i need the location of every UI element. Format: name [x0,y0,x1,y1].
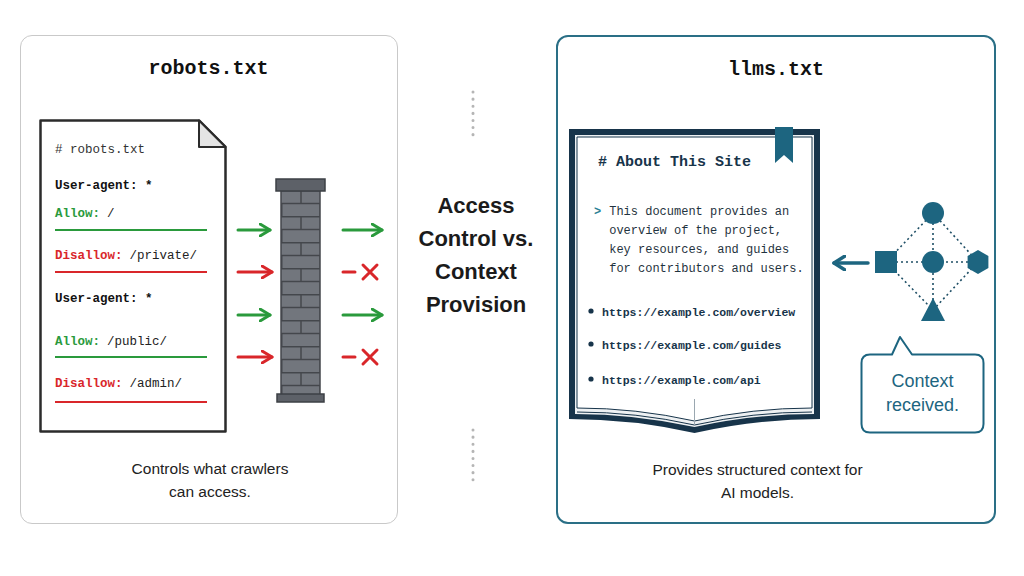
text-row: robots.txt [21,57,396,81]
bubble-text: Context received. [860,369,985,417]
panel-box: robots.txtControls what crawlers can acc… [20,35,398,524]
allowed-arrow [238,229,270,232]
allow-keyword: Allow: [55,334,100,350]
text-row: Context received. [860,369,985,417]
book-box: # About This Site > This document provides… [567,127,822,439]
book-paragraph: This document provides an overview of th… [609,203,806,279]
brick-wall [281,190,320,396]
path-value: / [107,206,115,222]
text-row: Provides structured context for AI model… [650,458,865,504]
link-url: https://example.com/overview [602,305,795,321]
text-row: llms.txt [558,58,994,82]
passed-arrow [343,229,382,232]
blocked-arrow [238,356,272,359]
text-row: User-agent: * [55,291,153,307]
book-page [577,137,812,421]
disallow-underline [55,271,207,273]
list-bullet [588,376,593,381]
panel-title: robots.txt [21,57,396,81]
disallow-keyword: Disallow: [55,376,123,392]
code-line: User-agent: * [55,291,153,307]
shape-outline [860,353,985,434]
text-row: Allow: / [55,206,115,222]
text-row: Controls what crawlers can access. [122,457,298,503]
network-node [922,251,944,273]
disallow-underline [55,401,207,403]
blocked-dash [343,356,355,359]
shape-outline [567,127,822,439]
code-line: User-agent: * [55,178,153,194]
text-row: https://example.com/overview [602,305,795,321]
context-arrow [834,261,868,265]
link-url: https://example.com/api [602,373,761,389]
text-row: # About This Site [598,154,751,172]
text-row: # robots.txt [55,142,145,158]
allowed-arrow [238,314,270,317]
panel-caption: Provides structured context for AI model… [650,458,865,504]
allow-keyword: Allow: [55,206,100,222]
code-comment: # robots.txt [55,142,145,158]
book-page-stack [575,135,814,427]
list-bullet [588,308,593,313]
center-heading: Access Control vs. Context Provision [416,189,536,321]
panel-title: llms.txt [558,58,994,82]
document-box: # robots.txtUser-agent: * Allow: / Disallow… [39,119,227,433]
book-spine [694,399,695,425]
blocked-dash [343,271,355,274]
text-row: https://example.com/guides [602,338,781,354]
list-bullet [588,341,593,346]
quote-marker: > [594,203,601,222]
blocked-cross [363,350,377,364]
path-value: /public/ [107,334,167,350]
text-row: https://example.com/api [602,373,761,389]
passed-arrow [343,314,382,317]
dotted-divider [472,430,475,485]
document-outline [41,121,226,432]
speech-bubble-box: Context received. [860,353,985,434]
text-row: > This document provides an overview of t… [594,203,806,279]
wall-base [277,394,324,402]
network-node [875,251,897,273]
panel-box: llms.txtProvides structured context for … [556,35,996,524]
allow-underline [55,356,207,358]
network-links [886,213,978,310]
path-value: /admin/ [130,376,183,392]
blocked-cross [363,265,377,279]
panel-caption: Controls what crawlers can access. [122,457,298,503]
wall-cap [276,179,325,191]
text-row: User-agent: * [55,178,153,194]
book-cover [569,129,820,433]
network-node [922,202,944,224]
document-fold [199,121,226,148]
network-node [968,250,989,274]
book-heading: # About This Site [598,154,751,172]
text-row: Disallow: /admin/ [55,376,182,392]
bookmark-ribbon [775,127,793,163]
allow-underline [55,229,207,231]
path-value: /private/ [130,248,198,264]
blocked-arrow [238,271,272,274]
text-row: Allow: /public/ [55,334,167,350]
dotted-divider [472,92,475,140]
disallow-keyword: Disallow: [55,248,123,264]
network-node [921,298,945,321]
link-url: https://example.com/guides [602,338,781,354]
text-row: Disallow: /private/ [55,248,197,264]
